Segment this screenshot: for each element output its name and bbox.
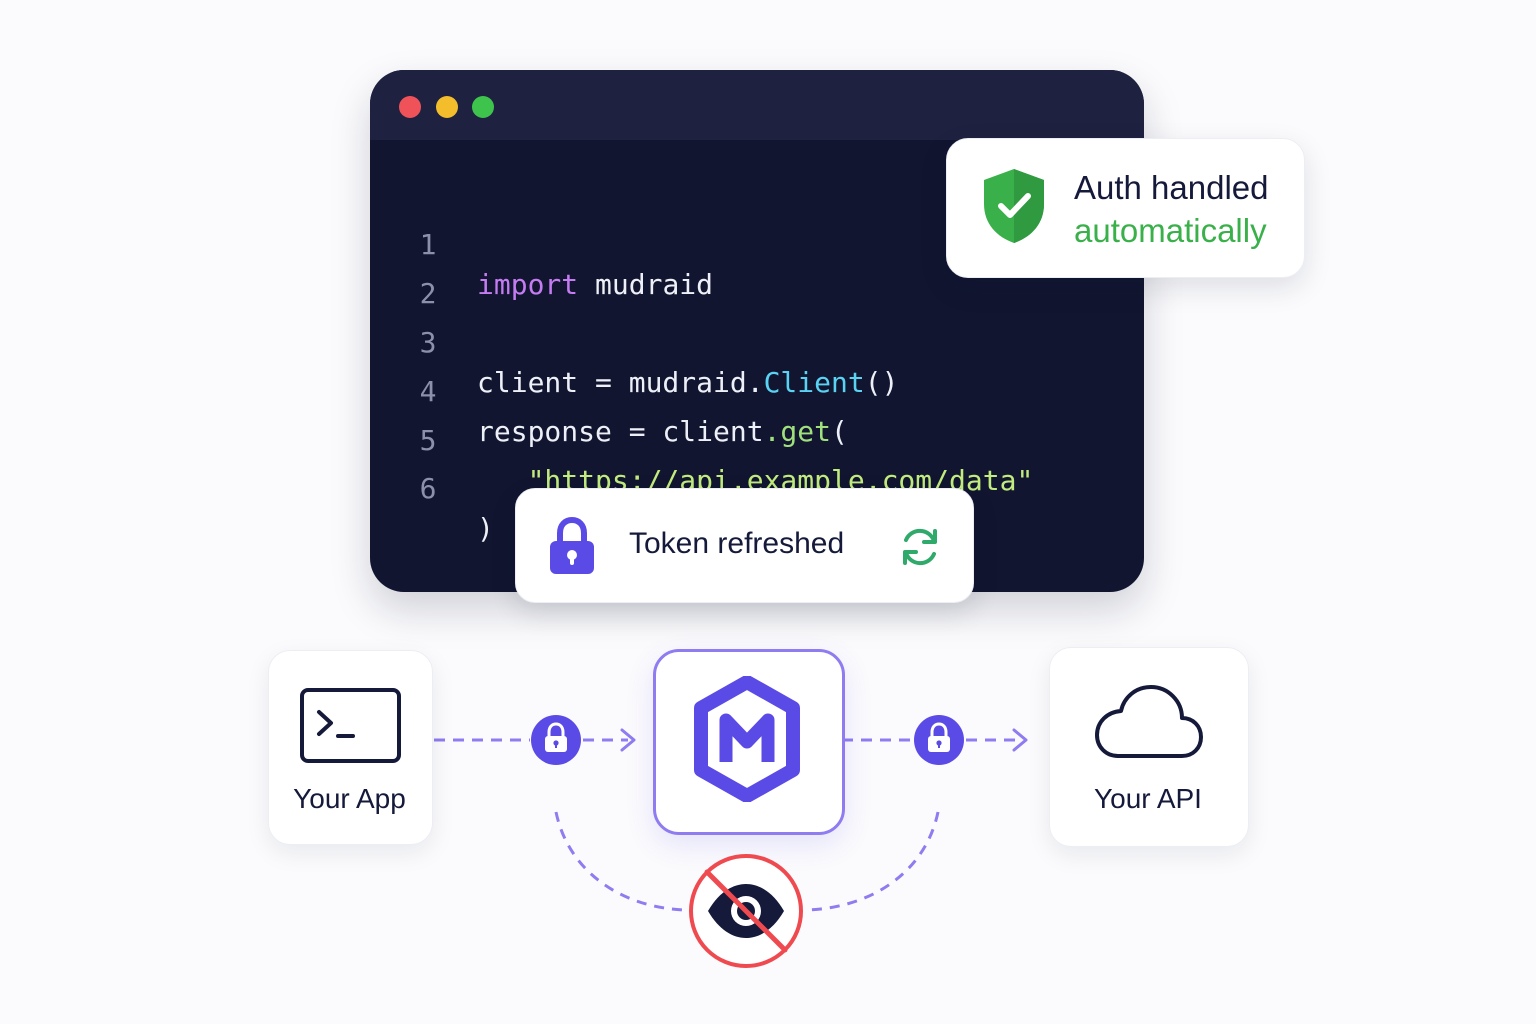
code-token: ) (477, 512, 494, 545)
line-code: response = client.get( (477, 412, 848, 452)
your-api-node (1049, 647, 1249, 847)
auth-title: Auth handled (1074, 169, 1269, 206)
arrow-head (620, 728, 636, 752)
code-line: 6 ) (370, 429, 494, 545)
line-number: 5 (419, 424, 437, 457)
code-line: 3 client = mudraid.Client() (370, 283, 899, 399)
line-number: 3 (419, 326, 437, 359)
your-api-label: Your API (1094, 783, 1202, 814)
code-line: 4 response = client.get( (370, 332, 848, 448)
bypass-arc (554, 811, 940, 912)
lock-icon (550, 517, 594, 574)
line-number: 6 (419, 472, 437, 505)
your-app-label: Your App (293, 783, 406, 814)
line-number: 2 (419, 277, 437, 310)
eye-slash-icon (689, 854, 803, 968)
code-line: 2 (370, 234, 471, 310)
method-token: .get (763, 415, 832, 448)
terminal-icon (300, 688, 401, 763)
connector-hub-to-api (842, 728, 1028, 752)
keyword-token: import (477, 268, 579, 301)
cloud-icon (1095, 685, 1203, 758)
connector-app-to-hub (434, 728, 636, 752)
maximize-window-dot (472, 96, 494, 118)
mudraid-logo-icon (694, 676, 800, 802)
code-token: ( (831, 415, 848, 448)
line-code: ) (477, 509, 494, 549)
line-code: client = mudraid.Client() (477, 363, 898, 403)
lock-icon (914, 715, 964, 765)
close-window-dot (399, 96, 421, 118)
auth-status-card: Auth handled automatically (946, 138, 1305, 278)
refresh-icon (903, 528, 937, 566)
line-number: 1 (419, 228, 437, 261)
window-titlebar (370, 70, 1144, 140)
code-token: client = mudraid. (477, 366, 764, 399)
minimize-window-dot (436, 96, 458, 118)
lock-icon (531, 715, 581, 765)
token-refreshed-toast: Token refreshed (515, 488, 974, 603)
code-token: mudraid (578, 268, 714, 301)
line-number: 4 (419, 375, 437, 408)
auth-subtitle: automatically (1074, 212, 1267, 249)
shield-check-icon (984, 169, 1044, 243)
line-code: import mudraid (477, 265, 713, 305)
code-token: () (864, 366, 899, 399)
class-token: Client (763, 366, 865, 399)
token-status-label: Token refreshed (629, 527, 845, 560)
arrow-head (1012, 728, 1028, 752)
your-app-node (268, 650, 433, 845)
code-token: response = client (477, 415, 764, 448)
code-line: 1 import mudraid (370, 185, 713, 301)
